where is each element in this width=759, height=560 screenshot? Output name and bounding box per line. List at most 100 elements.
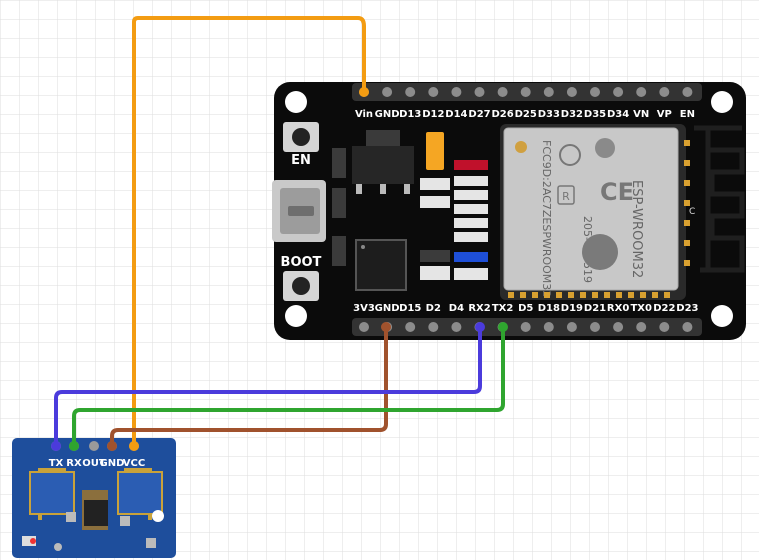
- bottom-pin-d4[interactable]: [451, 322, 462, 332]
- wifi-logo-icon: [595, 138, 615, 158]
- sensor-tx-dot: [51, 441, 61, 451]
- bottom-pin-label-d21: D21: [584, 303, 606, 314]
- bottom-pin-d18[interactable]: [543, 322, 554, 332]
- rx2-tx-wire[interactable]: [54, 327, 482, 446]
- bottom-pin-3v3[interactable]: [359, 322, 369, 332]
- bottom-pin-label-d19: D19: [561, 303, 583, 314]
- top-pin-d35[interactable]: [590, 87, 600, 97]
- en-button[interactable]: EN: [283, 122, 319, 168]
- bottom-pin-label-tx2: TX2: [492, 303, 514, 314]
- top-pin-label-en: EN: [680, 109, 695, 120]
- bottom-pin-d15[interactable]: [405, 322, 416, 332]
- cert-icon: [559, 144, 581, 166]
- bottom-pin-d23[interactable]: [682, 322, 693, 332]
- top-pin-en[interactable]: [682, 87, 693, 97]
- top-pin-label-d35: D35: [584, 109, 606, 120]
- top-pin-label-d26: D26: [491, 109, 513, 120]
- r-mark-box: [557, 185, 575, 205]
- usb-connector: [272, 180, 326, 242]
- power-led-icon: [30, 538, 36, 544]
- tx2-rx-wire[interactable]: [72, 327, 505, 446]
- tx2-pin-dot: [498, 322, 508, 332]
- sensor-rx-dot: [69, 441, 79, 451]
- vin-pin-dot: [359, 87, 369, 97]
- sensor-vcc-dot: [129, 441, 139, 451]
- sensor-gnd-dot: [107, 441, 117, 451]
- gnd-pin-dot: [381, 322, 391, 332]
- bottom-pin-d5[interactable]: [520, 322, 531, 332]
- bottom-pin-d19[interactable]: [566, 322, 577, 332]
- voltage-regulator: [352, 130, 414, 194]
- top-pin-d32[interactable]: [566, 87, 577, 97]
- vin-vcc-wire[interactable]: [132, 16, 366, 446]
- bottom-pin-label-tx0: TX0: [630, 303, 652, 314]
- boot-button-label: BOOT: [281, 255, 322, 270]
- bottom-pin-d21[interactable]: [590, 322, 600, 332]
- top-pin-d13[interactable]: [405, 87, 416, 97]
- top-pin-label-d12: D12: [422, 109, 444, 120]
- top-pin-d33[interactable]: [543, 87, 554, 97]
- bottom-pin-label-d4: D4: [449, 303, 464, 314]
- r-mark-text: R: [562, 190, 570, 203]
- top-pin-label-d34: D34: [607, 109, 629, 120]
- esp32-board[interactable]: EN BOOT: [272, 82, 746, 340]
- bottom-pin-label-3v3: 3V3: [353, 303, 375, 314]
- smd-components: [332, 148, 488, 280]
- top-pin-d34[interactable]: [613, 87, 624, 97]
- espressif-logo-icon: [582, 234, 618, 270]
- bottom-pin-label-rx0: RX0: [607, 303, 629, 314]
- capacitor: [426, 132, 444, 170]
- bottom-pin-label-d22: D22: [653, 303, 675, 314]
- top-pin-d12[interactable]: [428, 87, 439, 97]
- sensor-pin-label-vcc: VCC: [123, 458, 145, 469]
- sensor-chip: [84, 500, 108, 526]
- sensor-pin-label-rx: RX: [66, 458, 82, 469]
- rx2-pin-dot: [475, 322, 485, 332]
- bottom-pin-label-d2: D2: [426, 303, 441, 314]
- svg-text:C: C: [689, 207, 695, 217]
- bottom-pin-label-d18: D18: [538, 303, 560, 314]
- top-pin-label-vin: Vin: [355, 109, 373, 120]
- top-pin-vn[interactable]: [636, 87, 647, 97]
- mounting-hole: [152, 510, 164, 522]
- bottom-pin-d2[interactable]: [428, 322, 439, 332]
- sensor-pin-label-gnd: GND: [100, 458, 125, 469]
- top-pin-d25[interactable]: [520, 87, 531, 97]
- top-pin-label-d13: D13: [399, 109, 421, 120]
- bottom-pin-label-d5: D5: [518, 303, 533, 314]
- bottom-pin-d22[interactable]: [659, 322, 670, 332]
- top-pin-label-gnd: GND: [375, 109, 400, 120]
- fcc-id-text: FCC9D:2AC7ZESPWROOM32: [540, 140, 553, 297]
- esp-wroom32-module: FCC9D:2AC7ZESPWROOM32 ESP-WROOM32 205-00…: [500, 124, 690, 300]
- top-pin-label-vn: VN: [633, 109, 649, 120]
- top-pin-vp[interactable]: [659, 87, 670, 97]
- top-pin-label-d25: D25: [515, 109, 537, 120]
- ce-mark-icon: CE: [600, 178, 634, 206]
- top-pin-d26[interactable]: [497, 87, 508, 97]
- top-pin-label-d33: D33: [538, 109, 560, 120]
- bottom-pin-label-d15: D15: [399, 303, 421, 314]
- sensor-pin-out[interactable]: [89, 441, 99, 451]
- sensor-pin-label-out: OUT: [82, 458, 106, 469]
- top-pin-label-d14: D14: [445, 109, 467, 120]
- top-pin-d14[interactable]: [451, 87, 462, 97]
- bottom-pin-label-d23: D23: [676, 303, 698, 314]
- top-pin-gnd[interactable]: [382, 87, 393, 97]
- antenna: C: [689, 125, 745, 273]
- bottom-pin-rx0[interactable]: [613, 322, 624, 332]
- boot-button[interactable]: BOOT: [281, 255, 322, 301]
- bottom-pin-label-gnd: GND: [375, 303, 400, 314]
- module-brand-text: ESP-WROOM32: [629, 180, 644, 278]
- top-pin-d27[interactable]: [474, 87, 485, 97]
- gnd-wire[interactable]: [110, 327, 388, 446]
- sensor-pin-label-tx: TX: [49, 458, 64, 469]
- module-castellated-pins: [508, 140, 690, 298]
- top-pin-label-vp: VP: [657, 109, 672, 120]
- bottom-pin-tx0[interactable]: [636, 322, 647, 332]
- en-button-label: EN: [291, 153, 311, 168]
- top-pin-label-d27: D27: [468, 109, 490, 120]
